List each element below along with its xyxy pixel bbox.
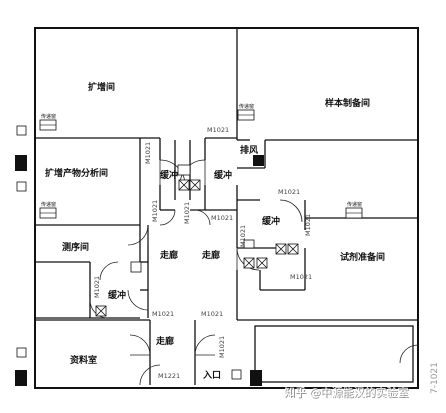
- outer-walls: [34, 27, 419, 389]
- room-reagent-prep: 试剂准备间: [340, 251, 385, 263]
- buffer-label: 缓冲: [214, 169, 232, 181]
- sink-fixtures: [95, 164, 299, 317]
- buffer-label: 缓冲: [108, 289, 126, 301]
- pass-box-2: [39, 207, 57, 219]
- door-code: M1021: [304, 214, 312, 236]
- door-code: M1021: [93, 276, 101, 298]
- pass-box-label: 传递窗: [347, 201, 362, 208]
- door-code: M1021: [183, 202, 191, 224]
- door-code: M1021: [151, 200, 159, 222]
- watermark-overlay: 知乎 @中源能汉的实验室: [284, 385, 409, 399]
- door-code: M1021: [152, 310, 174, 318]
- room-sequencing: 测序间: [62, 241, 89, 253]
- buffer-label: 缓冲: [160, 169, 178, 181]
- room-amplicon-analysis: 扩增产物分析间: [45, 167, 108, 179]
- door-code: M1021: [290, 273, 312, 281]
- door-swings: [89, 159, 419, 386]
- room-expansion: 扩增间: [88, 81, 115, 93]
- room-data: 资料室: [70, 354, 97, 366]
- door-code: M1021: [201, 310, 223, 318]
- door-code: M1021: [207, 126, 229, 134]
- door-code: M1021: [218, 336, 226, 358]
- exterior-openings: [16, 125, 242, 380]
- door-code: M1021: [144, 142, 152, 164]
- corridor-label: 走廊: [201, 249, 220, 261]
- structural-columns: [15, 155, 264, 386]
- door-code: M1021: [278, 188, 300, 196]
- pass-box-4: [345, 207, 363, 219]
- exhaust-label: 排风: [240, 144, 258, 156]
- entrance-label: 入口: [202, 370, 221, 381]
- pass-box-label: 传递窗: [239, 103, 254, 110]
- corridor-label: 走廊: [155, 335, 174, 347]
- pass-box-label: 传递窗: [41, 113, 56, 120]
- room-sample-prep: 样本制备间: [325, 97, 370, 109]
- door-code: M1021: [239, 225, 247, 247]
- pass-box-label: 传递窗: [41, 201, 56, 208]
- door-code: M1021: [211, 214, 233, 222]
- watermark: 知乎 @中源能汉的实验室: [285, 386, 410, 400]
- corridor-label: 走廊: [159, 249, 178, 261]
- pass-box-3: [237, 109, 255, 121]
- door-code: M1221: [158, 372, 180, 380]
- pass-box-1: [39, 119, 57, 131]
- margin-label: 7-1021: [430, 362, 440, 394]
- buffer-label: 缓冲: [262, 215, 280, 227]
